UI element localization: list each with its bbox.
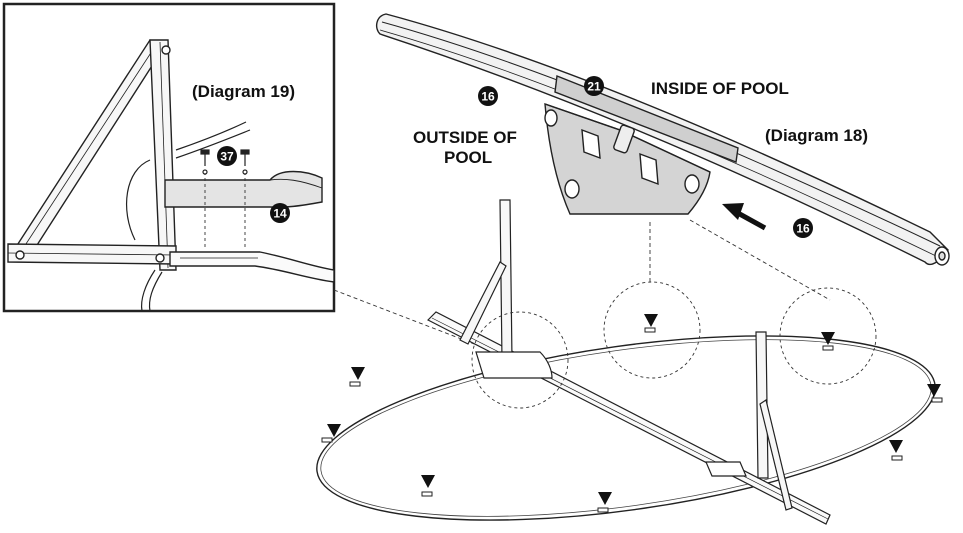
joint-markers [327,314,941,505]
detail-circles [471,281,877,409]
pool-frame [316,199,943,525]
outside-of-pool-label-line2: POOL [444,148,492,167]
detail-leader-lines [649,219,831,301]
inset-diagram-19: 37 14 (Diagram 19) [2,2,336,313]
svg-text:37: 37 [220,150,234,164]
svg-text:14: 14 [273,207,287,221]
svg-text:16: 16 [481,90,495,104]
callout-16-top: 16 [478,86,498,106]
callout-37: 37 [217,146,237,166]
callout-21: 21 [584,76,604,96]
left-support [459,199,553,379]
diagram-19-label: (Diagram 19) [192,82,295,101]
inset-guides [204,172,246,250]
screw-icon [200,149,250,175]
right-support [705,331,793,511]
diagram-18-label: (Diagram 18) [765,126,868,145]
outside-of-pool-label-line1: OUTSIDE OF [413,128,517,147]
callout-14: 14 [270,203,290,223]
arrow-icon [722,203,767,231]
callout-16-right: 16 [793,218,813,238]
rail-bracket [544,102,711,215]
svg-text:16: 16 [796,222,810,236]
inside-of-pool-label: INSIDE OF POOL [651,79,789,98]
rail-joints [321,327,943,513]
inset-brace [7,39,177,271]
inset-rail [169,251,335,283]
inside-plate [554,75,739,163]
svg-text:21: 21 [587,80,601,94]
inset-wires [125,121,251,312]
